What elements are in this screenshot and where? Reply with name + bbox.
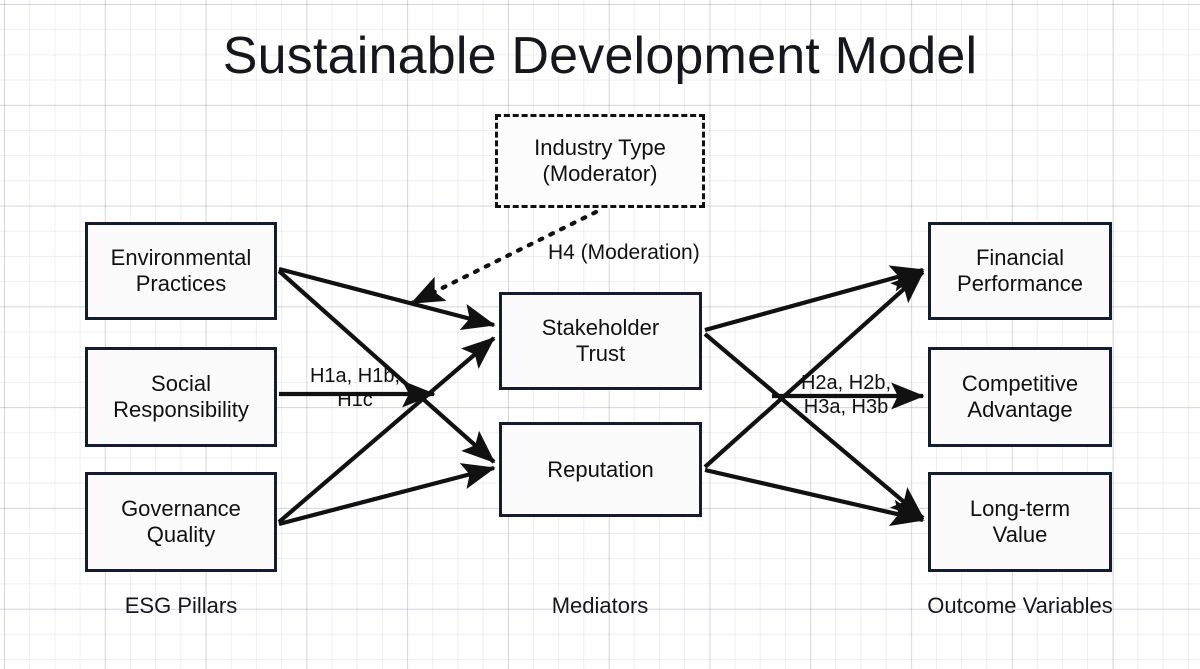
edge-label-h4-line1: H4 (Moderation) xyxy=(548,241,700,264)
column-label-mediators: Mediators xyxy=(551,593,649,618)
edge-label-h1-line1: H1a, H1b, xyxy=(309,365,401,387)
node-label: Stakeholder Trust xyxy=(541,315,660,366)
edge-label-h2-h3-line1: H2a, H2b, xyxy=(800,372,892,394)
node-long-term-value[interactable]: Long-term Value xyxy=(928,472,1112,572)
edge-label-h2-h3-line2: H3a, H3b xyxy=(803,396,889,419)
node-label: Environmental Practices xyxy=(110,245,252,296)
column-label-esg-pillars: ESG Pillars xyxy=(124,593,238,618)
edge-label-h4: H4 (Moderation) xyxy=(548,240,748,266)
node-label: Reputation xyxy=(547,456,654,482)
edge-reputation-to-financial xyxy=(703,270,925,469)
column-label-outcome-variables: Outcome Variables xyxy=(927,593,1113,618)
node-environmental-practices[interactable]: Environmental Practices xyxy=(85,222,277,320)
node-industry-type-moderator[interactable]: Industry Type (Moderator) xyxy=(495,114,705,208)
edge-label-h1-line2: H1c xyxy=(337,389,373,412)
node-label: Long-term Value xyxy=(969,496,1071,547)
edge-reputation-to-long-term-value xyxy=(704,467,925,526)
edge-stakeholder-trust-to-financial xyxy=(704,265,925,333)
node-governance-quality[interactable]: Governance Quality xyxy=(85,472,277,572)
node-social-responsibility[interactable]: Social Responsibility xyxy=(85,347,277,447)
page-title: Sustainable Development Model xyxy=(222,27,978,85)
node-label: Social Responsibility xyxy=(113,371,249,422)
node-financial-performance[interactable]: Financial Performance xyxy=(928,222,1112,320)
edge-label-h1: H1a, H1b, H1c xyxy=(275,364,435,413)
edge-stakeholder-trust-to-long-term-value xyxy=(703,332,925,520)
node-label: Industry Type (Moderator) xyxy=(534,135,666,186)
node-reputation[interactable]: Reputation xyxy=(499,422,702,517)
node-label: Competitive Advantage xyxy=(961,371,1079,422)
edge-governance-to-reputation xyxy=(278,463,496,527)
edge-environmental-to-stakeholder-trust xyxy=(278,266,496,330)
node-label: Financial Performance xyxy=(957,245,1083,296)
edge-label-h2-h3: H2a, H2b, H3a, H3b xyxy=(766,371,926,420)
node-label: Governance Quality xyxy=(121,496,241,547)
node-competitive-advantage[interactable]: Competitive Advantage xyxy=(928,347,1112,447)
node-stakeholder-trust[interactable]: Stakeholder Trust xyxy=(499,292,702,390)
